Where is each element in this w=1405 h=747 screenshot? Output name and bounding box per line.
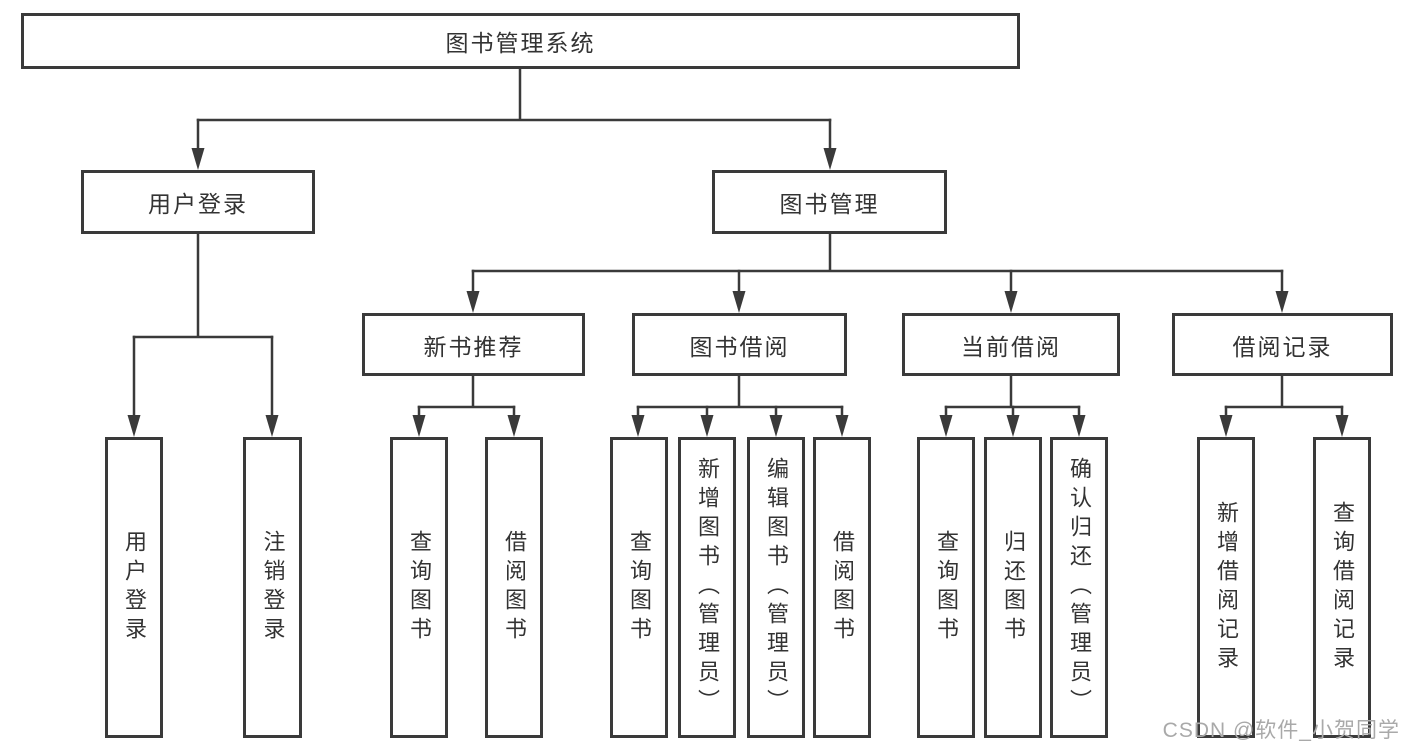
connector-borrow-records	[1224, 374, 1344, 409]
connector-book-borrow	[636, 374, 844, 409]
node-book-management-label: 图书管理	[779, 191, 880, 217]
connector-current-borrow	[944, 374, 1081, 409]
node-root-system: 图书管理系统	[21, 13, 1020, 69]
node-login-user: 用户登录	[105, 437, 163, 738]
connector-user-login	[132, 233, 274, 339]
node-borrow-books: 借阅图书	[813, 437, 871, 738]
node-query-books-borrow: 查询图书	[610, 437, 668, 738]
connector-root	[196, 67, 832, 122]
node-book-borrow: 图书借阅	[632, 313, 847, 376]
node-new-book-recommend: 新书推荐	[362, 313, 585, 376]
node-book-management: 图书管理	[712, 170, 947, 234]
connector-book-management	[471, 233, 1284, 273]
node-query-books-current: 查询图书	[917, 437, 975, 738]
node-root-label: 图书管理系统	[445, 30, 596, 56]
connector-new-book	[417, 374, 516, 409]
node-current-borrow: 当前借阅	[902, 313, 1120, 376]
node-return-books: 归还图书	[984, 437, 1042, 738]
node-edit-books-admin: 编辑图书（管理员）	[747, 437, 805, 738]
node-add-borrow-record: 新增借阅记录	[1197, 437, 1255, 738]
node-query-borrow-record: 查询借阅记录	[1313, 437, 1371, 738]
node-borrow-records: 借阅记录	[1172, 313, 1393, 376]
node-add-books-admin: 新增图书（管理员）	[678, 437, 736, 738]
node-query-books-recommend: 查询图书	[390, 437, 448, 738]
node-user-login-label: 用户登录	[148, 191, 248, 217]
node-user-login: 用户登录	[81, 170, 315, 234]
node-logout: 注销登录	[243, 437, 302, 738]
node-borrow-books-recommend: 借阅图书	[485, 437, 543, 738]
node-confirm-return-admin: 确认归还（管理员）	[1050, 437, 1108, 738]
